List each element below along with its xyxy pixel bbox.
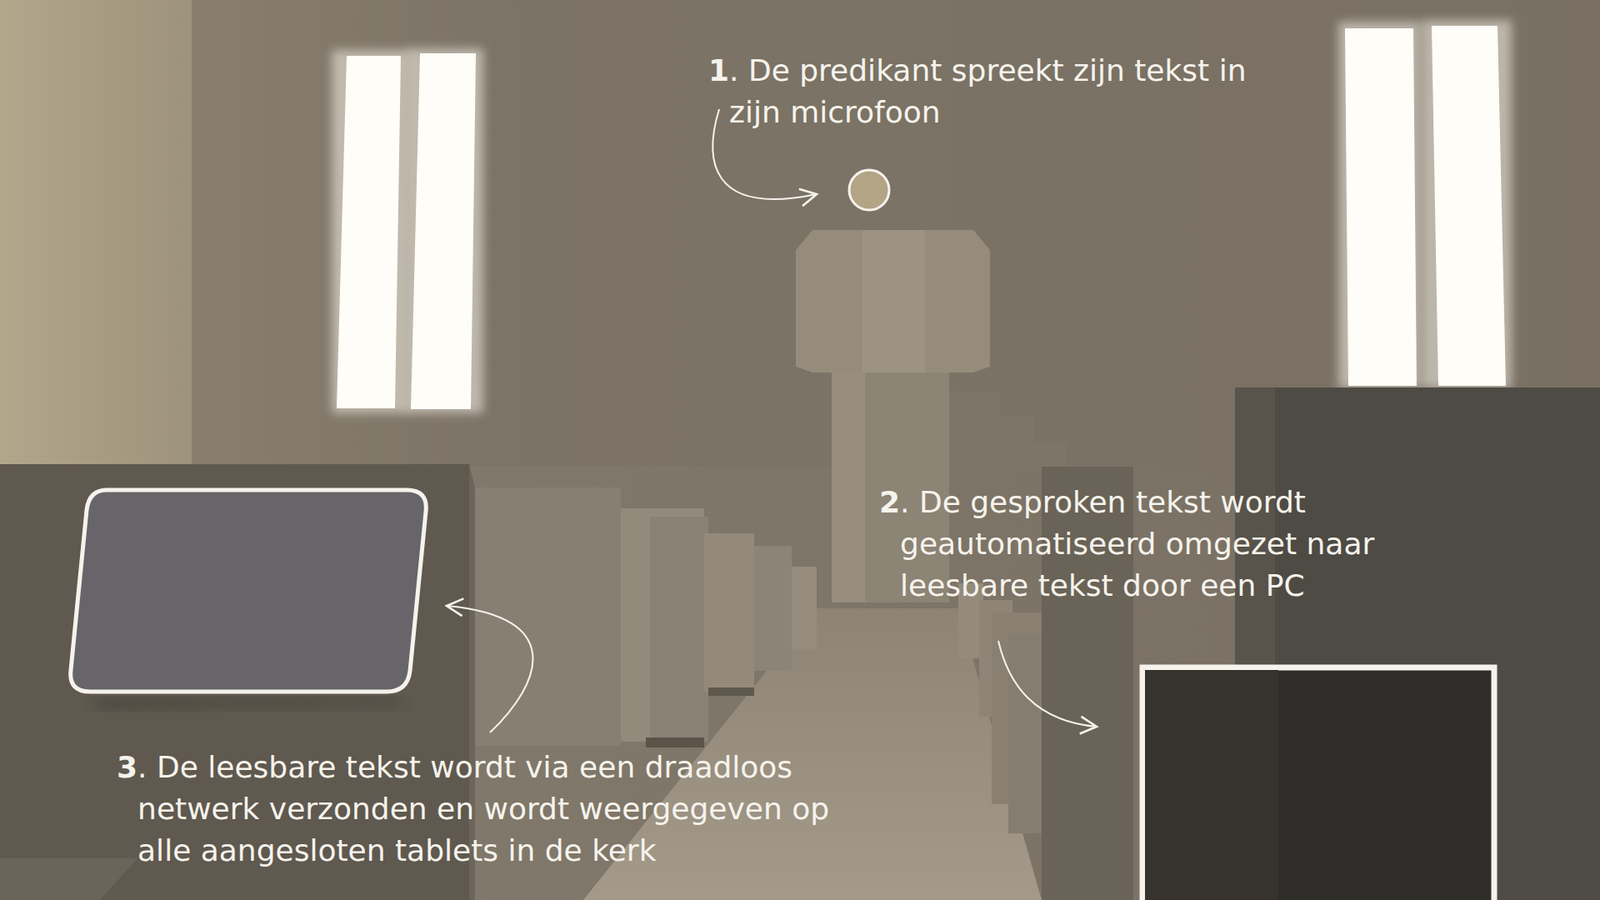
callout-number: 1 [708, 50, 730, 92]
annotation: 2. De gesproken tekst wordt geautomatise… [879, 481, 1475, 607]
window-right [1338, 20, 1512, 389]
annotation-text: . De leesbare tekst wordt via een draadl… [137, 746, 888, 872]
pews-left [475, 487, 817, 748]
microphone [849, 170, 890, 210]
tablet [70, 490, 427, 709]
callout-number: 2 [879, 481, 900, 524]
callout-number: 3 [116, 746, 138, 789]
window-left [331, 48, 484, 414]
pc-box [1142, 667, 1495, 900]
annotation-text: . De predikant spreekt zijn tekst in zij… [729, 50, 1271, 134]
leader-arrow [446, 605, 533, 733]
annotation: 3. De leesbare tekst wordt via een draad… [116, 746, 888, 872]
annotation: 1. De predikant spreekt zijn tekst in zi… [708, 50, 1271, 134]
annotation-text: . De gesproken tekst wordt geautomatisee… [900, 481, 1475, 607]
leader-arrow [998, 640, 1097, 727]
